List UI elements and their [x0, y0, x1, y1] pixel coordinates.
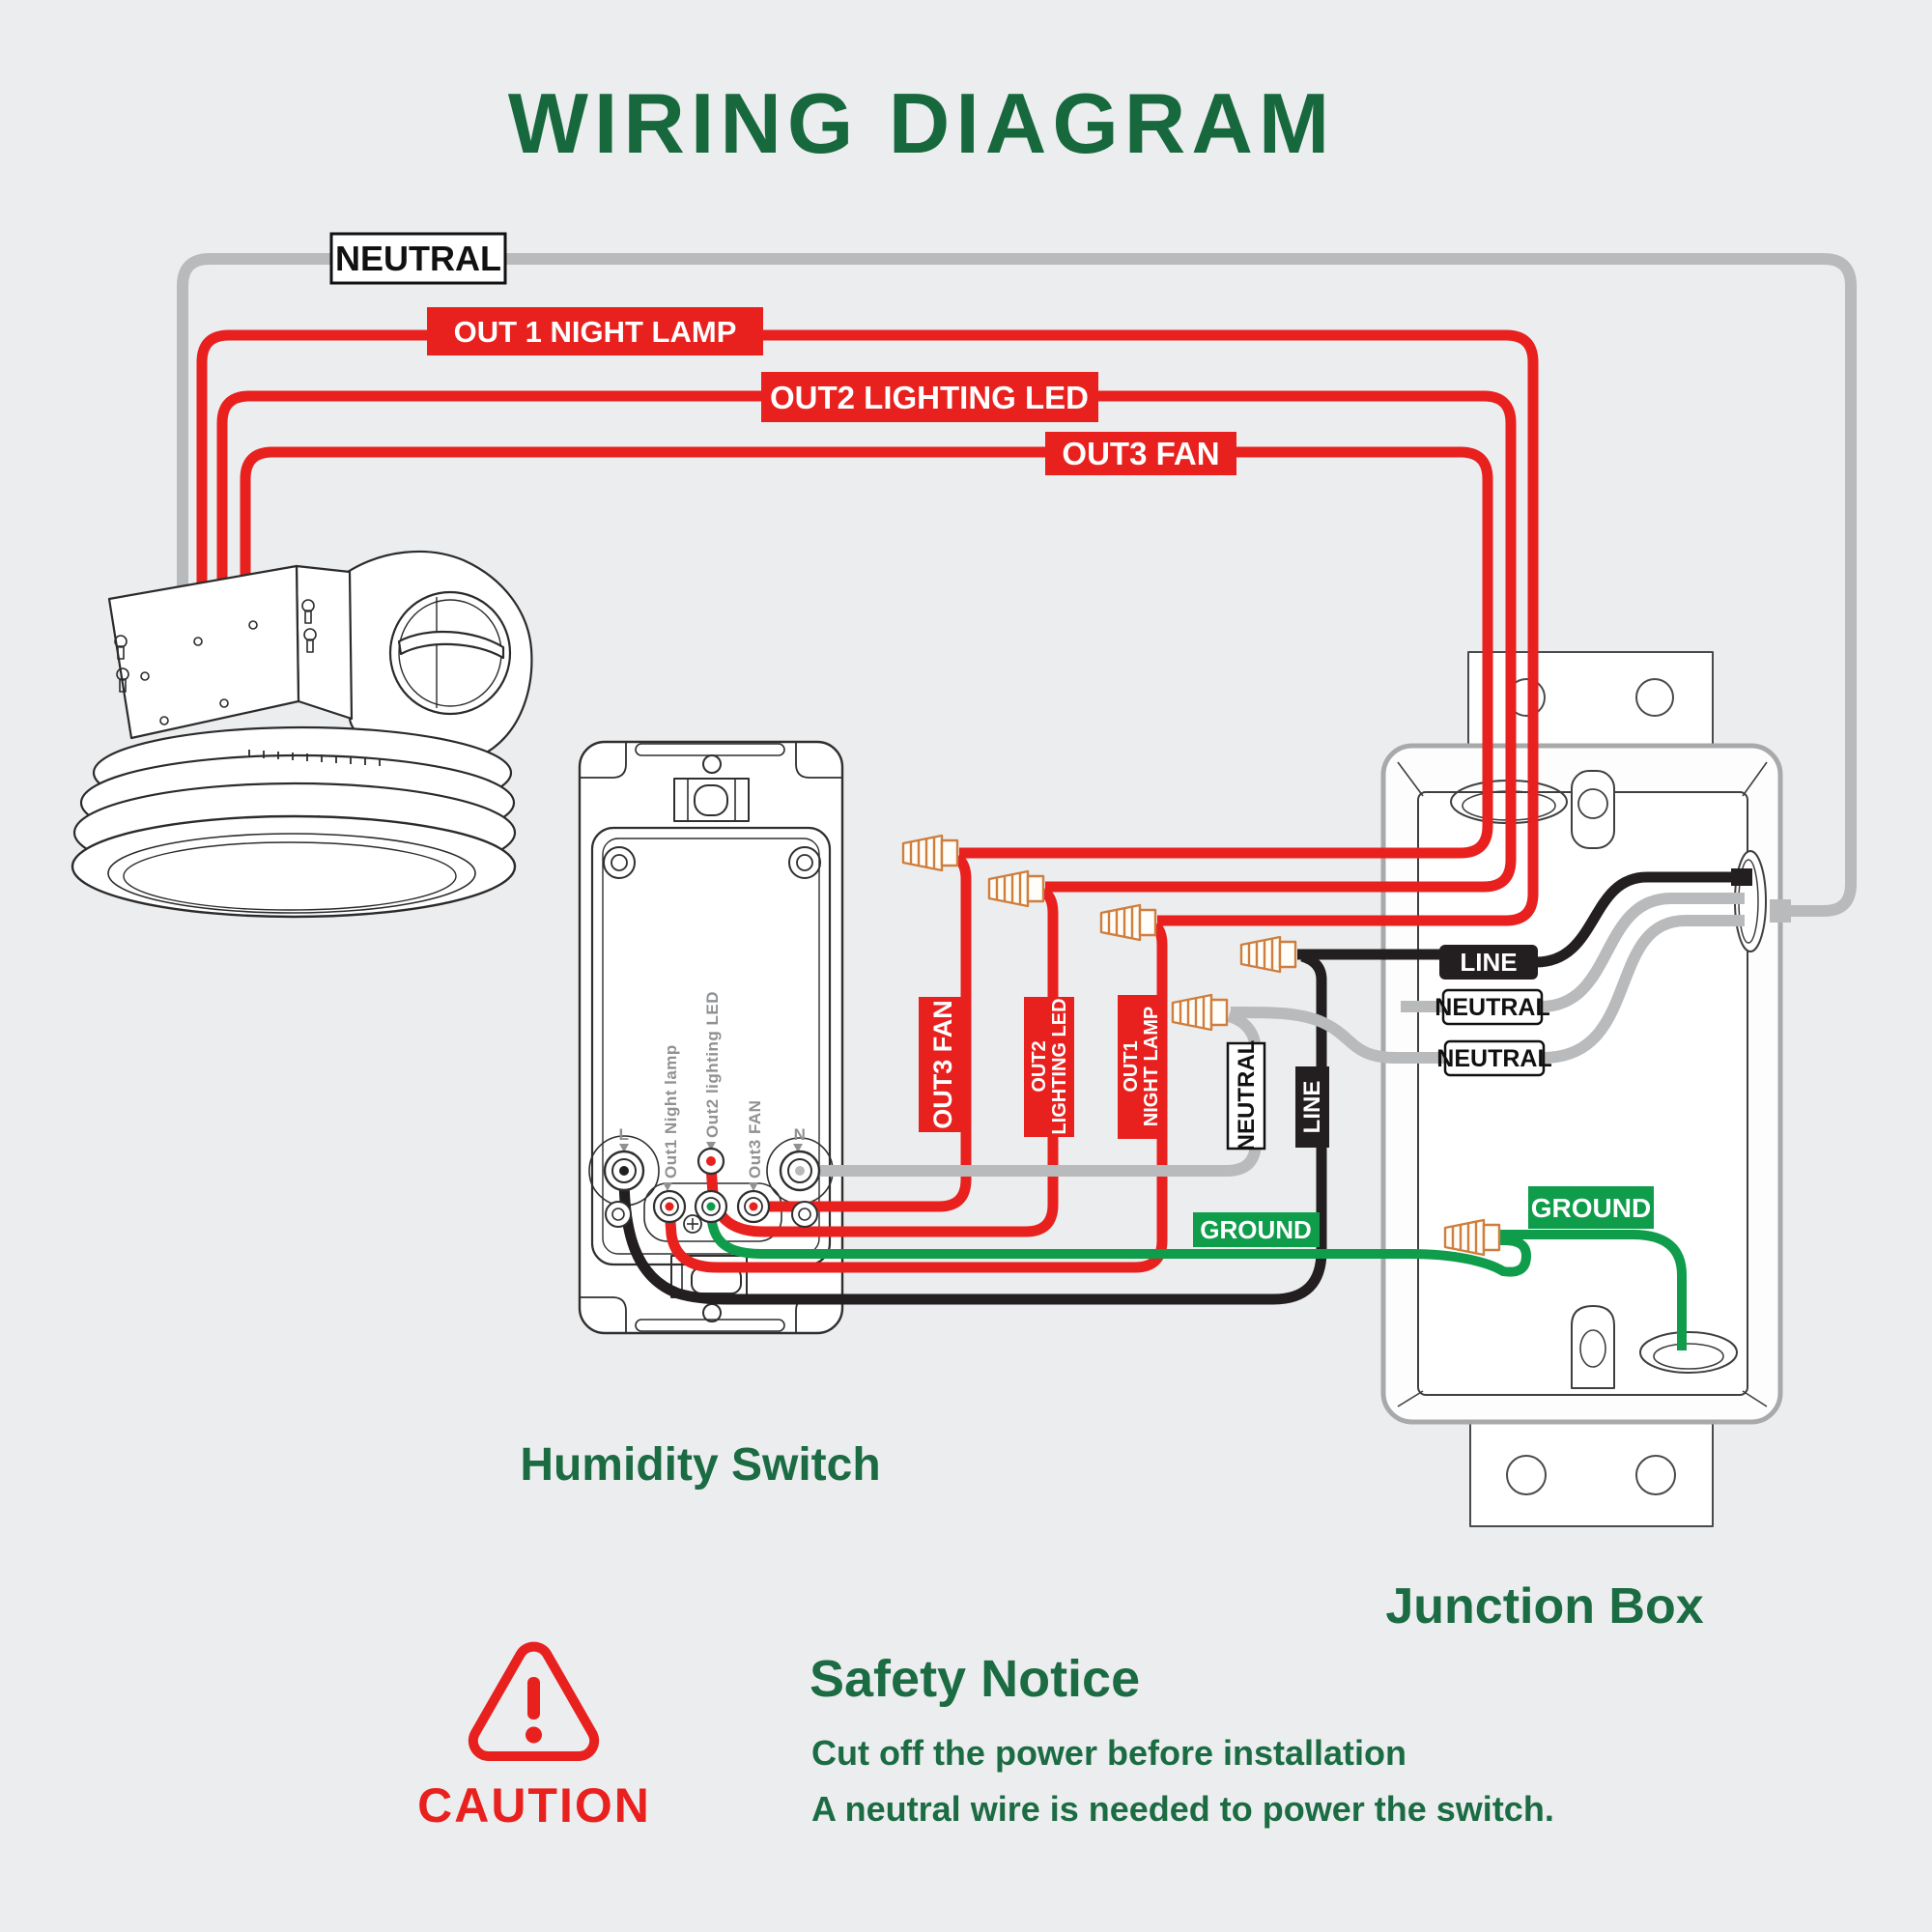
safety-notice-heading: Safety Notice: [810, 1650, 1140, 1708]
arrow-down-icon: [706, 1142, 716, 1151]
page-title: WIRING DIAGRAM: [508, 75, 1335, 171]
label-out2-top: OUT2 LIGHTING LED: [761, 372, 1098, 422]
label-out3-top: OUT3 FAN: [1045, 432, 1236, 475]
arrow-down-icon: [793, 1144, 803, 1152]
line-cable-stub: [1731, 868, 1752, 886]
line-inside-wire: [1535, 871, 1739, 968]
svg-text:OUT3 FAN: OUT3 FAN: [1062, 436, 1219, 471]
out2-switch-wire: [705, 887, 1059, 1237]
svg-text:GROUND: GROUND: [1531, 1193, 1651, 1223]
ground-box-wire: [1499, 1230, 1687, 1350]
caution-icon: [468, 1641, 600, 1761]
wire-nut-icon: [1171, 993, 1229, 1032]
svg-text:OUT 1 NIGHT LAMP: OUT 1 NIGHT LAMP: [454, 315, 737, 349]
bottom-cable-clamp: [1571, 1305, 1615, 1389]
label-neutral-vertical: NEUTRAL: [1226, 1040, 1266, 1151]
junction-box-caption: Junction Box: [1385, 1578, 1703, 1634]
wire-nut-icon: [1443, 1218, 1501, 1257]
label-out1-vertical: OUT1 NIGHT LAMP: [1118, 995, 1164, 1139]
label-out1-top: OUT 1 NIGHT LAMP: [427, 307, 763, 355]
svg-text:OUT3 FAN: OUT3 FAN: [928, 1000, 957, 1129]
wire-nuts: [901, 834, 1501, 1257]
svg-text:LINE: LINE: [1460, 948, 1517, 977]
caution-label: CAUTION: [417, 1778, 651, 1833]
label-ground-box: GROUND: [1528, 1186, 1654, 1229]
label-neutral-top: NEUTRAL: [329, 232, 507, 285]
junction-box-illustration: [1380, 651, 1783, 1527]
ground-screw-boss: [1639, 1331, 1738, 1374]
terminal-label-out3: Out3 FAN: [746, 1100, 764, 1179]
terminal-label-out2: Out2 lighting LED: [703, 991, 722, 1138]
duct-damper-vane: [397, 630, 505, 660]
neutral-wire: [177, 253, 1857, 917]
svg-text:NEUTRAL: NEUTRAL: [1234, 1040, 1260, 1151]
terminal-label-N: N: [794, 1125, 807, 1144]
safety-notice-line1: Cut off the power before installation: [811, 1733, 1406, 1773]
humidity-switch-caption: Humidity Switch: [520, 1439, 880, 1491]
arrow-down-icon: [619, 1144, 629, 1152]
out2-wire: [216, 390, 1517, 893]
wire-nut-icon: [901, 834, 959, 872]
svg-text:OUT2 LIGHTING LED: OUT2 LIGHTING LED: [770, 380, 1089, 415]
label-neutral-box-1: NEUTRAL: [1435, 988, 1550, 1026]
neutral-box-wire-2: [1230, 915, 1745, 1064]
svg-text:NEUTRAL: NEUTRAL: [335, 239, 501, 278]
exhaust-fan-illustration: [71, 550, 533, 919]
svg-text:GROUND: GROUND: [1200, 1215, 1312, 1244]
neutral-cable-stub: [1770, 899, 1791, 923]
switch-terminals: [603, 1147, 821, 1234]
label-line-box: LINE: [1439, 945, 1538, 980]
junction-box-bottom-tab: [1469, 1414, 1714, 1527]
neutral-box-wire-1: [1401, 893, 1745, 1012]
top-cable-clamp: [1571, 770, 1615, 849]
svg-text:OUT2: OUT2: [1029, 1040, 1050, 1092]
out1-switch-wire: [664, 921, 1168, 1273]
svg-text:NEUTRAL: NEUTRAL: [1435, 994, 1549, 1021]
label-neutral-box-2: NEUTRAL: [1436, 1039, 1552, 1077]
svg-text:NIGHT LAMP: NIGHT LAMP: [1141, 1007, 1162, 1126]
svg-text:LIGHTING LED: LIGHTING LED: [1049, 998, 1070, 1134]
terminal-label-L: L: [619, 1125, 630, 1144]
label-out2-vertical: OUT2 LIGHTING LED: [1024, 997, 1074, 1137]
wire-nut-icon: [987, 869, 1045, 908]
ground-switch-wire: [706, 1208, 1532, 1277]
svg-text:OUT1: OUT1: [1121, 1040, 1142, 1092]
terminal-label-out1: Out1 Night lamp: [662, 1044, 680, 1179]
arrow-down-icon: [663, 1182, 672, 1191]
svg-text:LINE: LINE: [1299, 1081, 1325, 1134]
out3-switch-wire: [769, 853, 972, 1212]
wire-nut-icon: [1099, 903, 1157, 942]
label-out3-vertical: OUT3 FAN: [919, 997, 967, 1132]
safety-notice-line2: A neutral wire is needed to power the sw…: [811, 1789, 1554, 1829]
label-line-vertical: LINE: [1295, 1066, 1329, 1148]
humidity-switch-illustration: [578, 740, 844, 1335]
line-switch-wire: [618, 951, 1327, 1305]
out1-wire: [196, 329, 1539, 926]
switch-body: [578, 740, 844, 1335]
junction-box-top-tab: [1467, 651, 1714, 756]
switch-terminal-labels: L Out1 Night lamp Out2 lighting LED Out3…: [619, 991, 807, 1191]
out3-wire: [240, 446, 1493, 859]
svg-text:NEUTRAL: NEUTRAL: [1436, 1045, 1551, 1072]
screw-icon: [683, 1214, 702, 1234]
arrow-down-icon: [749, 1182, 758, 1191]
wire-nut-icon: [1239, 935, 1297, 974]
label-ground-left: GROUND: [1193, 1212, 1320, 1247]
